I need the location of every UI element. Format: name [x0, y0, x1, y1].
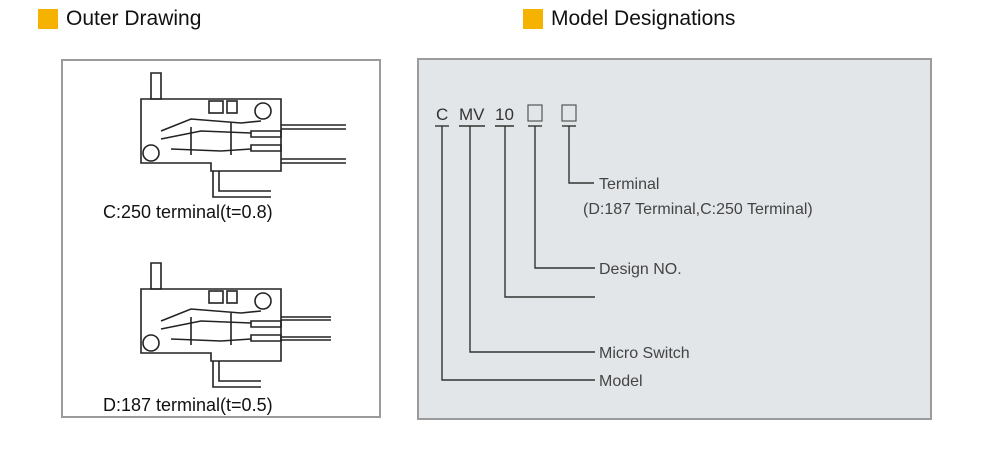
code-c: C [436, 105, 448, 124]
switch-drawing-c250 [140, 72, 346, 198]
label-micro-switch: Micro Switch [599, 345, 690, 362]
leader-design-no [534, 126, 595, 269]
model-designations-panel: C MV 10 Terminal (D:187 Terminal,C:250 T… [417, 58, 932, 420]
drawing-caption: D:187 terminal(t=0.5) [103, 395, 273, 415]
designation-diagram: C MV 10 Terminal (D:187 Terminal,C:250 T… [435, 104, 813, 390]
leader-micro-switch [469, 126, 595, 353]
label-terminal: Terminal [599, 176, 659, 193]
leader-model [441, 126, 595, 381]
code-mv: MV [459, 105, 485, 124]
leader-blank [504, 126, 595, 298]
model-designations-header: Model Designations [523, 6, 735, 32]
outer-drawing-header: Outer Drawing [38, 6, 201, 32]
model-designations-title: Model Designations [551, 7, 736, 30]
label-design-no: Design NO. [599, 261, 682, 278]
bullet-square-icon [523, 9, 543, 29]
code-10: 10 [495, 105, 514, 124]
bullet-square-icon [38, 9, 58, 29]
outer-drawing-panel: C:250 terminal(t=0.8) D:187 terminal(t=0… [61, 59, 381, 418]
label-terminal-options: (D:187 Terminal,C:250 Terminal) [583, 201, 813, 218]
code-box-design-no [527, 104, 543, 122]
leader-terminal [568, 126, 594, 184]
outer-drawing-title: Outer Drawing [66, 7, 202, 30]
drawing-caption: C:250 terminal(t=0.8) [103, 202, 273, 222]
label-model: Model [599, 373, 643, 390]
switch-drawing-d187 [140, 262, 331, 388]
code-box-terminal [561, 104, 577, 122]
